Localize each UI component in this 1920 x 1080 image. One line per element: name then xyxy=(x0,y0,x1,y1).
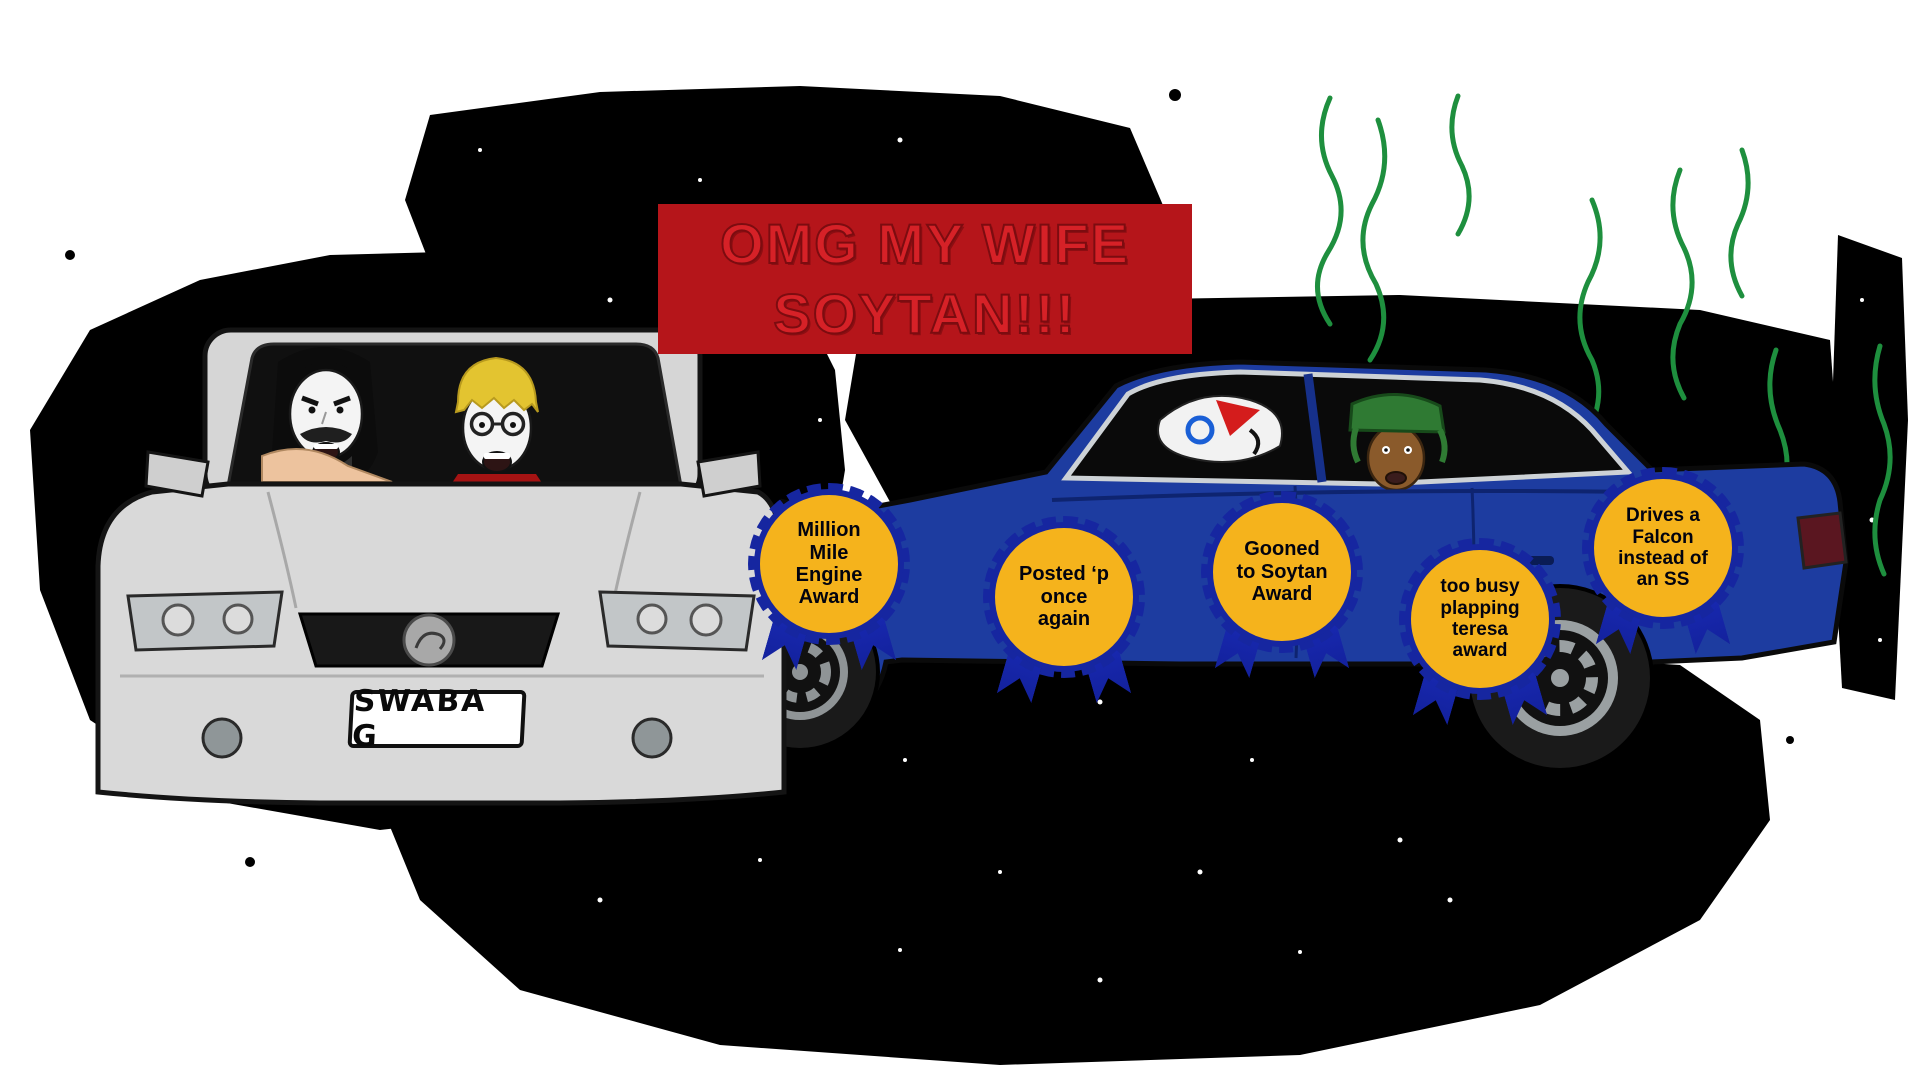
award-medal: Posted ‘p once again xyxy=(983,516,1145,678)
driver-face xyxy=(261,347,393,483)
mirror-left xyxy=(144,450,210,498)
award-rosette-5: Drives a Falcon instead of an SS xyxy=(1582,467,1744,629)
award-medal: Gooned to Soytan Award xyxy=(1201,491,1363,653)
passenger-face xyxy=(450,356,544,486)
fog-light-right xyxy=(631,717,673,759)
grey-car xyxy=(95,327,787,806)
award-text: Million Mile Engine Award xyxy=(795,519,863,609)
award-rosette-4: too busy plapping teresa award xyxy=(1399,538,1561,700)
award-rosette-1: Million Mile Engine Award xyxy=(748,483,910,645)
tail-light xyxy=(1796,511,1848,570)
b-pillar xyxy=(1303,373,1327,483)
window-graffiti xyxy=(1157,394,1283,463)
award-medal: Million Mile Engine Award xyxy=(748,483,910,645)
caption-line-1: OMG MY WIFE xyxy=(719,211,1130,276)
headlight-left xyxy=(126,590,284,652)
award-medal: too busy plapping teresa award xyxy=(1399,538,1561,700)
award-rosette-3: Gooned to Soytan Award xyxy=(1201,491,1363,653)
blue-car-driver xyxy=(1348,393,1448,492)
holden-badge-icon xyxy=(402,613,456,667)
award-text: too busy plapping teresa award xyxy=(1440,576,1520,662)
fog-light-left xyxy=(201,717,243,759)
headlight-right xyxy=(598,590,756,652)
driver-arm xyxy=(261,447,393,483)
award-medal: Drives a Falcon instead of an SS xyxy=(1582,467,1744,629)
award-text: Gooned to Soytan Award xyxy=(1236,538,1328,606)
award-text: Drives a Falcon instead of an SS xyxy=(1618,505,1708,591)
award-text: Posted ‘p once again xyxy=(1018,563,1109,631)
award-rosette-2: Posted ‘p once again xyxy=(983,516,1145,678)
beltline xyxy=(1051,489,1641,502)
caption-banner: OMG MY WIFE SOYTAN!!! xyxy=(658,204,1192,354)
mirror-right xyxy=(696,450,762,498)
caption-line-2: SOYTAN!!! xyxy=(772,281,1077,346)
license-plate: SWABA G xyxy=(347,684,527,754)
